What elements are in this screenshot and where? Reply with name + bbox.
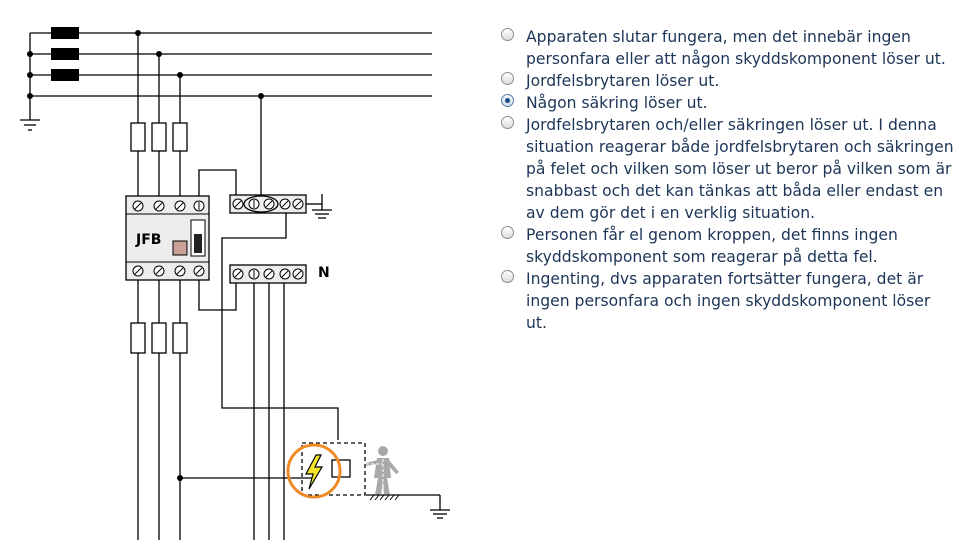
answer-option[interactable]: Personen får el genom kroppen, det finns… [500,224,955,268]
option-label[interactable]: Personen får el genom kroppen, det finns… [526,226,898,266]
option-radio[interactable] [501,28,514,41]
answer-option[interactable]: Ingenting, dvs apparaten fortsätter fung… [500,268,955,334]
option-radio[interactable] [501,72,514,85]
person-icon [366,446,399,495]
answer-option[interactable]: Jordfelsbrytaren löser ut. [500,70,955,92]
option-label[interactable]: Jordfelsbrytaren löser ut. [526,72,720,90]
fault-ring-icon [286,443,342,499]
option-radio[interactable] [501,270,514,283]
option-label[interactable]: Någon säkring löser ut. [526,94,708,112]
answer-option[interactable]: Apparaten slutar fungera, men det innebä… [500,26,955,70]
answer-option[interactable]: Någon säkring löser ut. [500,92,955,114]
option-radio[interactable] [501,116,514,129]
circuit-diagram: JFB N [20,27,450,540]
neutral-label: N [318,265,330,281]
option-radio[interactable] [501,94,514,107]
option-label[interactable]: Jordfelsbrytaren och/eller säkringen lös… [526,116,954,222]
rcd-label: JFB [135,232,161,248]
option-radio[interactable] [501,226,514,239]
option-label[interactable]: Ingenting, dvs apparaten fortsätter fung… [526,270,931,332]
answer-option[interactable]: Jordfelsbrytaren och/eller säkringen lös… [500,114,955,224]
option-label[interactable]: Apparaten slutar fungera, men det innebä… [526,28,946,68]
lightning-icon [305,454,324,490]
answer-options: Apparaten slutar fungera, men det innebä… [500,26,955,334]
